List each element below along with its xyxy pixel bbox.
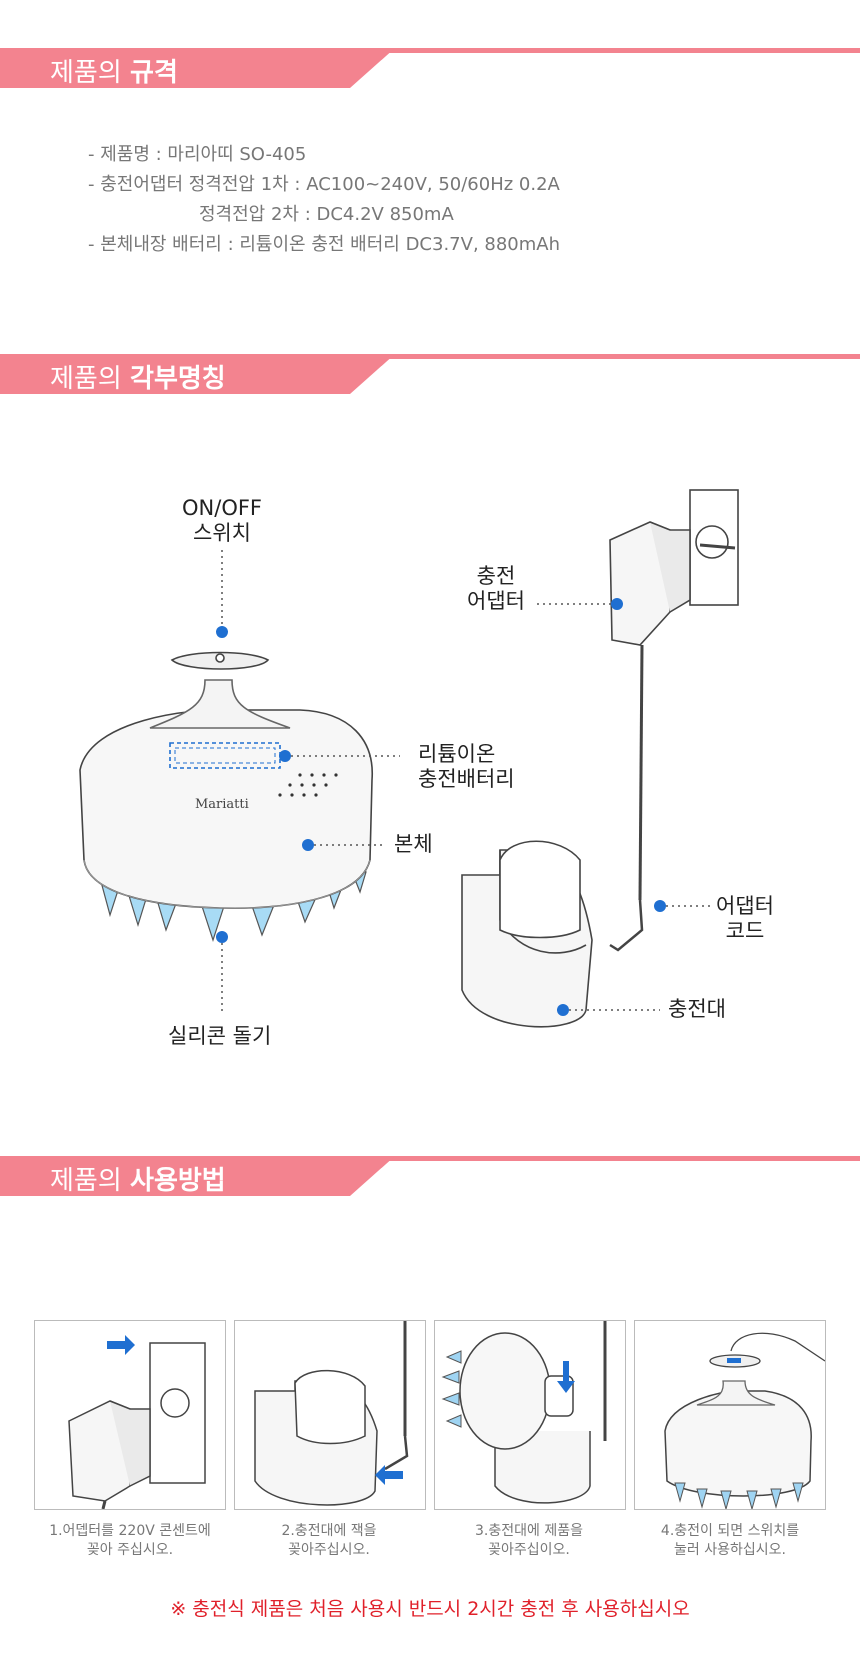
marker-dock <box>557 1004 569 1016</box>
spec-list: - 제품명 : 마리아띠 SO-405 - 충전어댑터 정격전압 1차 : AC… <box>88 140 560 260</box>
dock-illustration <box>461 840 593 1028</box>
label-body: 본체 <box>394 832 433 856</box>
marker-adapter <box>611 598 623 610</box>
charging-notice: ※ 충전식 제품은 처음 사용시 반드시 2시간 충전 후 사용하십시오 <box>170 1598 690 1620</box>
step-panel-2 <box>234 1320 426 1510</box>
section-header-usage: 제품의 사용방법 <box>0 1156 860 1196</box>
step-4-illustration <box>664 1332 826 1511</box>
arrow-down-icon <box>557 1361 575 1393</box>
leader-lines <box>221 550 710 1012</box>
section-header-parts: 제품의 각부명칭 <box>0 354 860 394</box>
step-2-illustration <box>254 1321 409 1506</box>
marker-battery <box>279 750 291 762</box>
arrow-right-icon <box>107 1335 135 1355</box>
section-title-parts: 제품의 각부명칭 <box>50 364 226 394</box>
product-print: Mariatti <box>195 797 249 812</box>
arrow-left-icon <box>375 1465 403 1485</box>
section-title-usage: 제품의 사용방법 <box>50 1166 226 1196</box>
part-markers <box>216 598 666 1016</box>
massager-illustration: Mariatti <box>79 651 373 942</box>
section-title-spec: 제품의 규격 <box>50 58 178 88</box>
step-panel-4 <box>634 1320 826 1511</box>
step-3-illustration <box>441 1321 607 1504</box>
marker-bristles <box>216 931 228 943</box>
step-panel-1 <box>34 1320 226 1510</box>
spec-item-battery: - 본체내장 배터리 : 리튬이온 충전 배터리 DC3.7V, 880mAh <box>88 234 560 255</box>
marker-body <box>302 839 314 851</box>
section-header-spec: 제품의 규격 <box>0 48 860 88</box>
spec-item-adapter-primary: - 충전어댑터 정격전압 1차 : AC100~240V, 50/60Hz 0.… <box>88 174 560 195</box>
spec-item-model: - 제품명 : 마리아띠 SO-405 <box>88 144 307 165</box>
step-panel-3 <box>434 1320 626 1510</box>
adapter-illustration <box>609 489 739 952</box>
spec-item-adapter-secondary: 정격전압 2차 : DC4.2V 850mA <box>199 204 454 225</box>
label-bristles: 실리콘 돌기 <box>168 1024 272 1048</box>
marker-cord <box>654 900 666 912</box>
step-1-illustration <box>68 1335 206 1510</box>
parts-diagram: Mariatti <box>79 489 739 1028</box>
marker-switch <box>216 626 228 638</box>
speaker-grille <box>278 773 338 797</box>
label-dock: 충전대 <box>668 997 726 1021</box>
